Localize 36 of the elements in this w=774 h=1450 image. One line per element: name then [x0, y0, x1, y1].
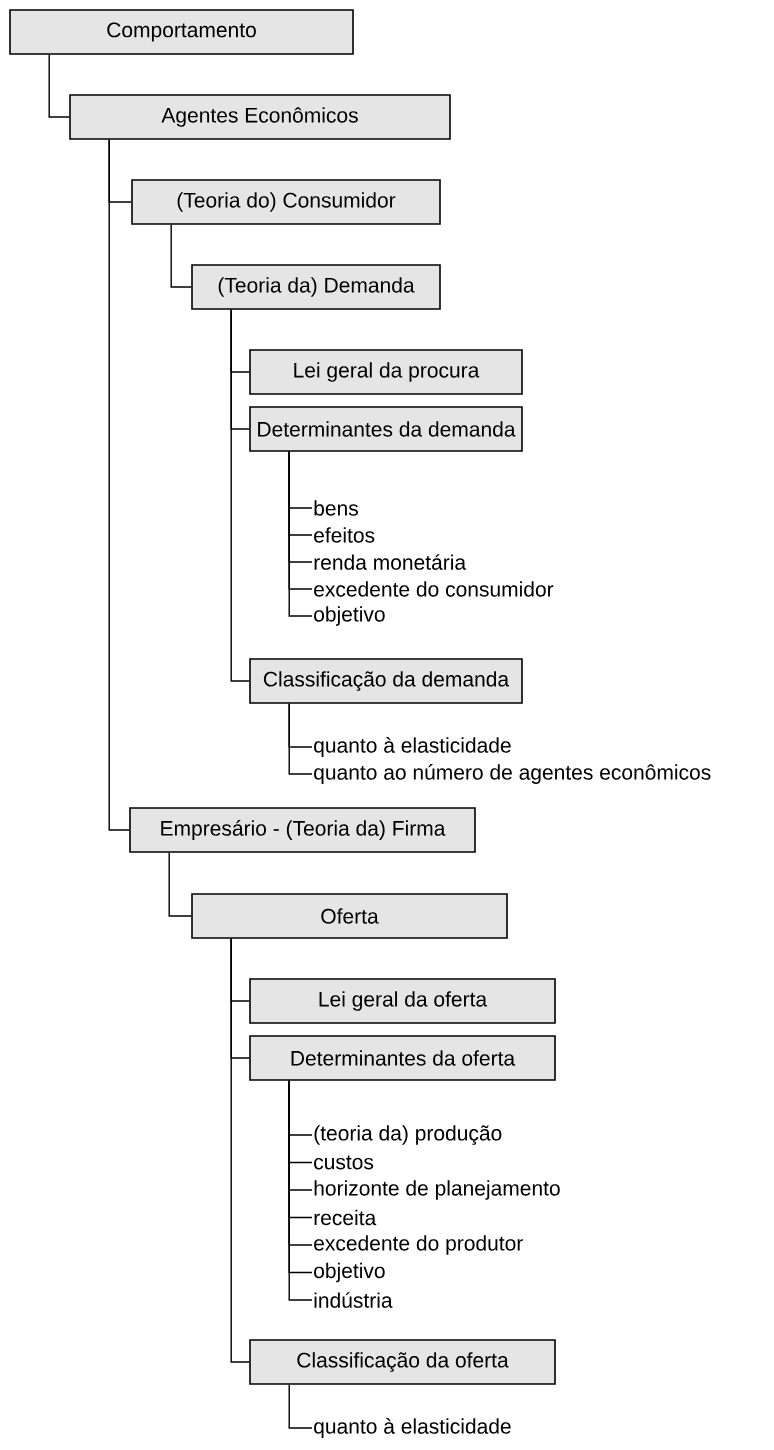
topic-box: Determinantes da demanda: [249, 406, 523, 452]
topic-box: Classificação da oferta: [249, 1339, 556, 1385]
connector-line: [48, 54, 70, 118]
connector-line: [108, 139, 130, 831]
connector-line: [288, 703, 313, 775]
item-text: custos: [314, 1155, 374, 1170]
item-text: objetivo: [314, 606, 385, 626]
topic-box: (Teoria da) Demanda: [191, 264, 441, 310]
item-text: (teoria da) produção: [314, 1125, 502, 1145]
item-text: efeitos: [314, 527, 375, 543]
topic-box: Lei geral da oferta: [249, 978, 556, 1024]
topic-box: Empresário - (Teoria da) Firma: [129, 807, 476, 853]
connector-line: [230, 309, 250, 682]
topic-box: (Teoria do) Consumidor: [131, 179, 441, 225]
item-text: quanto à elasticidade: [314, 1418, 511, 1438]
item-text: bens: [314, 500, 358, 516]
topic-box: Oferta: [191, 893, 508, 939]
item-text: excedente do consumidor: [314, 581, 554, 597]
item-text: objetivo: [314, 1262, 385, 1283]
connector-line: [288, 451, 313, 617]
connector-line: [170, 224, 192, 288]
topic-box: Determinantes da oferta: [249, 1035, 556, 1081]
item-text: indústria: [314, 1292, 393, 1308]
item-text: quanto ao número de agentes econômicos: [314, 764, 711, 784]
topic-box: Agentes Econômicos: [69, 94, 451, 140]
item-text: receita: [314, 1209, 377, 1226]
connector-line: [288, 1384, 313, 1429]
topic-box: Classificação da demanda: [249, 658, 523, 704]
item-text: quanto à elasticidade: [314, 737, 511, 757]
item-text: renda monetária: [314, 554, 467, 570]
item-text: excedente do produtor: [314, 1235, 523, 1255]
topic-box: Comportamento: [9, 9, 354, 55]
connector-line: [230, 938, 250, 1363]
topic-box: Lei geral da procura: [249, 349, 523, 395]
item-text: horizonte de planejamento: [314, 1180, 560, 1200]
connector-line: [168, 852, 192, 917]
